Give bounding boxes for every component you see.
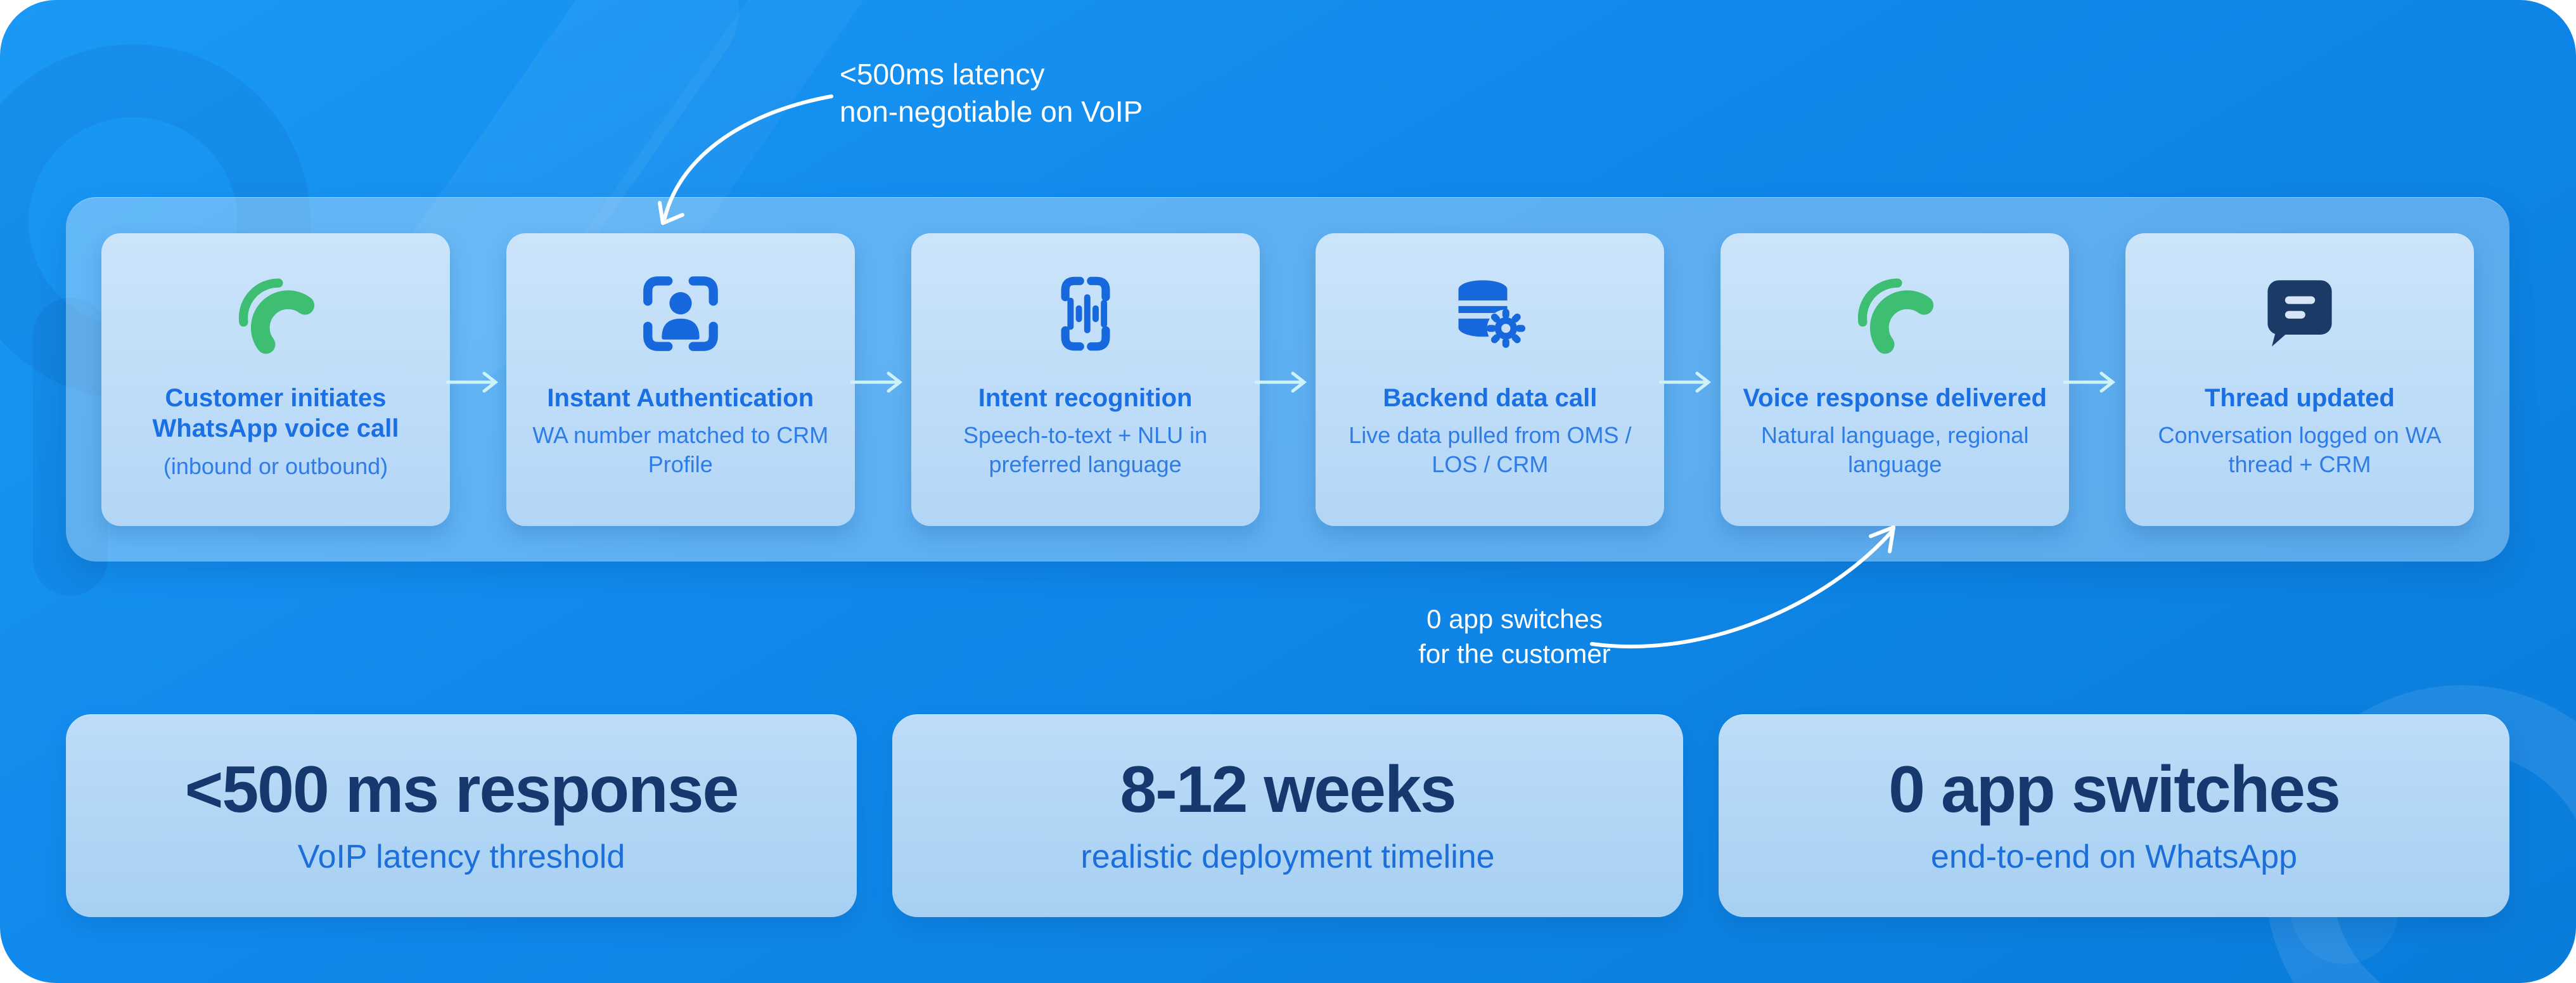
latency-annotation-line2: non-negotiable on VoIP xyxy=(840,94,1143,128)
stat-card-deployment-timeline: 8-12 weeks realistic deployment timeline xyxy=(892,714,1683,917)
flow-band: Customer initiates WhatsApp voice call (… xyxy=(66,197,2509,562)
app-switches-annotation: 0 app switches for the customer xyxy=(1381,602,1648,671)
step-title: Instant Authentication xyxy=(547,383,814,412)
step-card-voice-response-delivered: Voice response delivered Natural languag… xyxy=(1721,233,2070,526)
stat-label: end-to-end on WhatsApp xyxy=(1930,838,2298,875)
step-title: Thread updated xyxy=(2204,383,2395,412)
flow-connector-arrow xyxy=(1254,371,1307,393)
step-subtitle: Live data pulled from OMS / LOS / CRM xyxy=(1349,422,1632,478)
step-card-backend-data-call: Backend data call Live data pulled from … xyxy=(1316,233,1665,526)
stats-row: <500 ms response VoIP latency threshold … xyxy=(66,714,2509,917)
step-card-customer-initiates: Customer initiates WhatsApp voice call (… xyxy=(101,233,450,526)
step-title: Intent recognition xyxy=(978,383,1193,412)
app-switches-annotation-line2: for the customer xyxy=(1418,638,1611,669)
chat-thread-icon xyxy=(2258,266,2342,361)
flow-connector-arrow xyxy=(445,371,499,393)
step-card-instant-authentication: Instant Authentication WA number matched… xyxy=(506,233,855,526)
voice-waveform-scan-icon xyxy=(1044,266,1127,361)
step-subtitle: WA number matched to CRM Profile xyxy=(532,422,829,478)
latency-annotation: <500ms latency non-negotiable on VoIP xyxy=(840,56,1143,131)
stat-value: 0 app switches xyxy=(1888,753,2341,827)
stat-card-app-switches: 0 app switches end-to-end on WhatsApp xyxy=(1719,714,2509,917)
whatsapp-voice-call-icon xyxy=(1853,266,1937,361)
stat-label: realistic deployment timeline xyxy=(1080,838,1495,875)
latency-annotation-line1: <500ms latency xyxy=(840,58,1045,91)
step-title: Customer initiates WhatsApp voice call xyxy=(152,383,399,443)
step-subtitle: Natural language, regional language xyxy=(1761,422,2029,478)
stat-value: 8-12 weeks xyxy=(1120,753,1456,827)
stat-label: VoIP latency threshold xyxy=(297,838,625,875)
app-switches-annotation-line1: 0 app switches xyxy=(1426,604,1603,634)
database-gear-icon xyxy=(1448,266,1532,361)
flow-connector-arrow xyxy=(850,371,903,393)
face-scan-icon xyxy=(639,266,722,361)
step-title: Voice response delivered xyxy=(1743,383,2047,412)
flow-connector-arrow xyxy=(2063,371,2116,393)
flow-connector-arrow xyxy=(1658,371,1712,393)
whatsapp-voice-call-icon xyxy=(234,266,317,361)
step-subtitle: Speech-to-text + NLU in preferred langua… xyxy=(963,422,1208,478)
step-subtitle: Conversation logged on WA thread + CRM xyxy=(2158,422,2442,478)
step-card-thread-updated: Thread updated Conversation logged on WA… xyxy=(2125,233,2474,526)
step-subtitle: (inbound or outbound) xyxy=(163,453,388,480)
step-title: Backend data call xyxy=(1383,383,1598,412)
stat-value: <500 ms response xyxy=(184,753,740,827)
stat-card-response-time: <500 ms response VoIP latency threshold xyxy=(66,714,857,917)
step-card-intent-recognition: Intent recognition Speech-to-text + NLU … xyxy=(911,233,1260,526)
